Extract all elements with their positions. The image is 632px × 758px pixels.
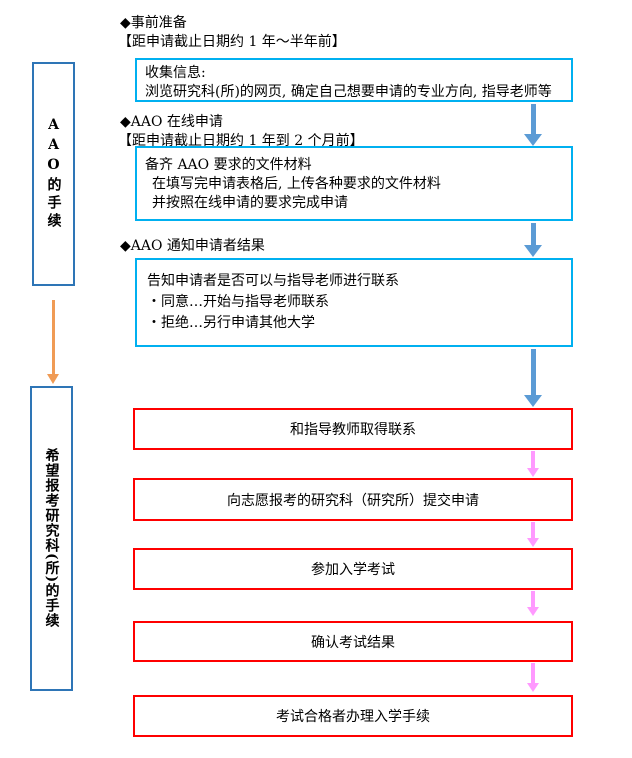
arrow-head bbox=[524, 245, 542, 257]
info-box-collect-line1: 收集信息: bbox=[145, 65, 206, 81]
flow-arrow-1 bbox=[524, 104, 542, 146]
stage-bracket-aao-label: AAO的手续 bbox=[45, 117, 62, 231]
stage-bracket-aao: AAO的手续 bbox=[32, 62, 75, 286]
arrow-shaft bbox=[531, 522, 535, 538]
stage-bracket-school: 希望报考研究科(所)的手续 bbox=[30, 386, 73, 691]
info-box-documents-line3: 并按照在线申请的要求完成申请 bbox=[152, 195, 348, 211]
arrow-head bbox=[527, 683, 539, 692]
arrow-head bbox=[524, 134, 542, 146]
arrow-shaft bbox=[530, 223, 536, 245]
section-heading-prepare: ◆事前准备 bbox=[120, 15, 187, 31]
step-label: 和指导教师取得联系 bbox=[290, 422, 416, 438]
step-arrow-4 bbox=[527, 663, 539, 692]
step-box-contact-advisor: 和指导教师取得联系 bbox=[133, 408, 573, 450]
step-arrow-3 bbox=[527, 591, 539, 616]
section-timing-prepare: 【距申请截止日期约 1 年～半年前】 bbox=[118, 34, 346, 50]
arrow-shaft bbox=[531, 663, 535, 683]
arrow-head bbox=[527, 607, 539, 616]
arrow-shaft bbox=[530, 104, 536, 134]
step-box-submit-application: 向志愿报考的研究科（研究所）提交申请 bbox=[133, 478, 573, 521]
step-arrow-1 bbox=[527, 451, 539, 477]
stage-transition-arrow bbox=[47, 300, 59, 384]
info-box-collect-line2: 浏览研究科(所)的网页, 确定自己想要申请的专业方向, 指导老师等 bbox=[145, 84, 552, 100]
arrow-shaft bbox=[531, 591, 535, 607]
info-box-documents: 备齐 AAO 要求的文件材料 在填写完申请表格后, 上传各种要求的文件材料 并按… bbox=[135, 146, 573, 221]
info-box-result-line2: ・同意…开始与指导老师联系 bbox=[147, 294, 329, 310]
flow-arrow-2 bbox=[524, 223, 542, 257]
step-arrow-2 bbox=[527, 522, 539, 547]
section-heading-result: ◆AAO 通知申请者结果 bbox=[120, 238, 265, 254]
step-label: 考试合格者办理入学手续 bbox=[276, 709, 430, 725]
step-label: 向志愿报考的研究科（研究所）提交申请 bbox=[227, 492, 479, 509]
flow-arrow-3 bbox=[524, 349, 542, 407]
info-box-result-line3: ・拒绝…另行申请其他大学 bbox=[147, 315, 315, 331]
step-box-check-result: 确认考试结果 bbox=[133, 621, 573, 662]
arrow-head bbox=[527, 538, 539, 547]
step-label: 参加入学考试 bbox=[311, 562, 395, 578]
info-box-collect: 收集信息: 浏览研究科(所)的网页, 确定自己想要申请的专业方向, 指导老师等 bbox=[135, 58, 573, 102]
info-box-result: 告知申请者是否可以与指导老师进行联系 ・同意…开始与指导老师联系 ・拒绝…另行申… bbox=[135, 258, 573, 347]
arrow-shaft bbox=[531, 451, 535, 468]
stage-bracket-school-label: 希望报考研究科(所)的手续 bbox=[43, 448, 60, 629]
arrow-head bbox=[47, 374, 59, 384]
step-box-enrollment: 考试合格者办理入学手续 bbox=[133, 695, 573, 737]
section-heading-online: ◆AAO 在线申请 bbox=[120, 114, 223, 130]
arrow-shaft bbox=[530, 349, 536, 395]
arrow-head bbox=[524, 395, 542, 407]
info-box-documents-line2: 在填写完申请表格后, 上传各种要求的文件材料 bbox=[152, 176, 441, 192]
arrow-head bbox=[527, 468, 539, 477]
arrow-shaft bbox=[51, 300, 55, 374]
info-box-result-line1: 告知申请者是否可以与指导老师进行联系 bbox=[147, 273, 399, 289]
section-timing-online: 【距申请截止日期约 1 年到 2 个月前】 bbox=[118, 133, 364, 149]
info-box-documents-line1: 备齐 AAO 要求的文件材料 bbox=[145, 157, 312, 173]
step-box-entrance-exam: 参加入学考试 bbox=[133, 548, 573, 590]
step-label: 确认考试结果 bbox=[311, 634, 395, 651]
